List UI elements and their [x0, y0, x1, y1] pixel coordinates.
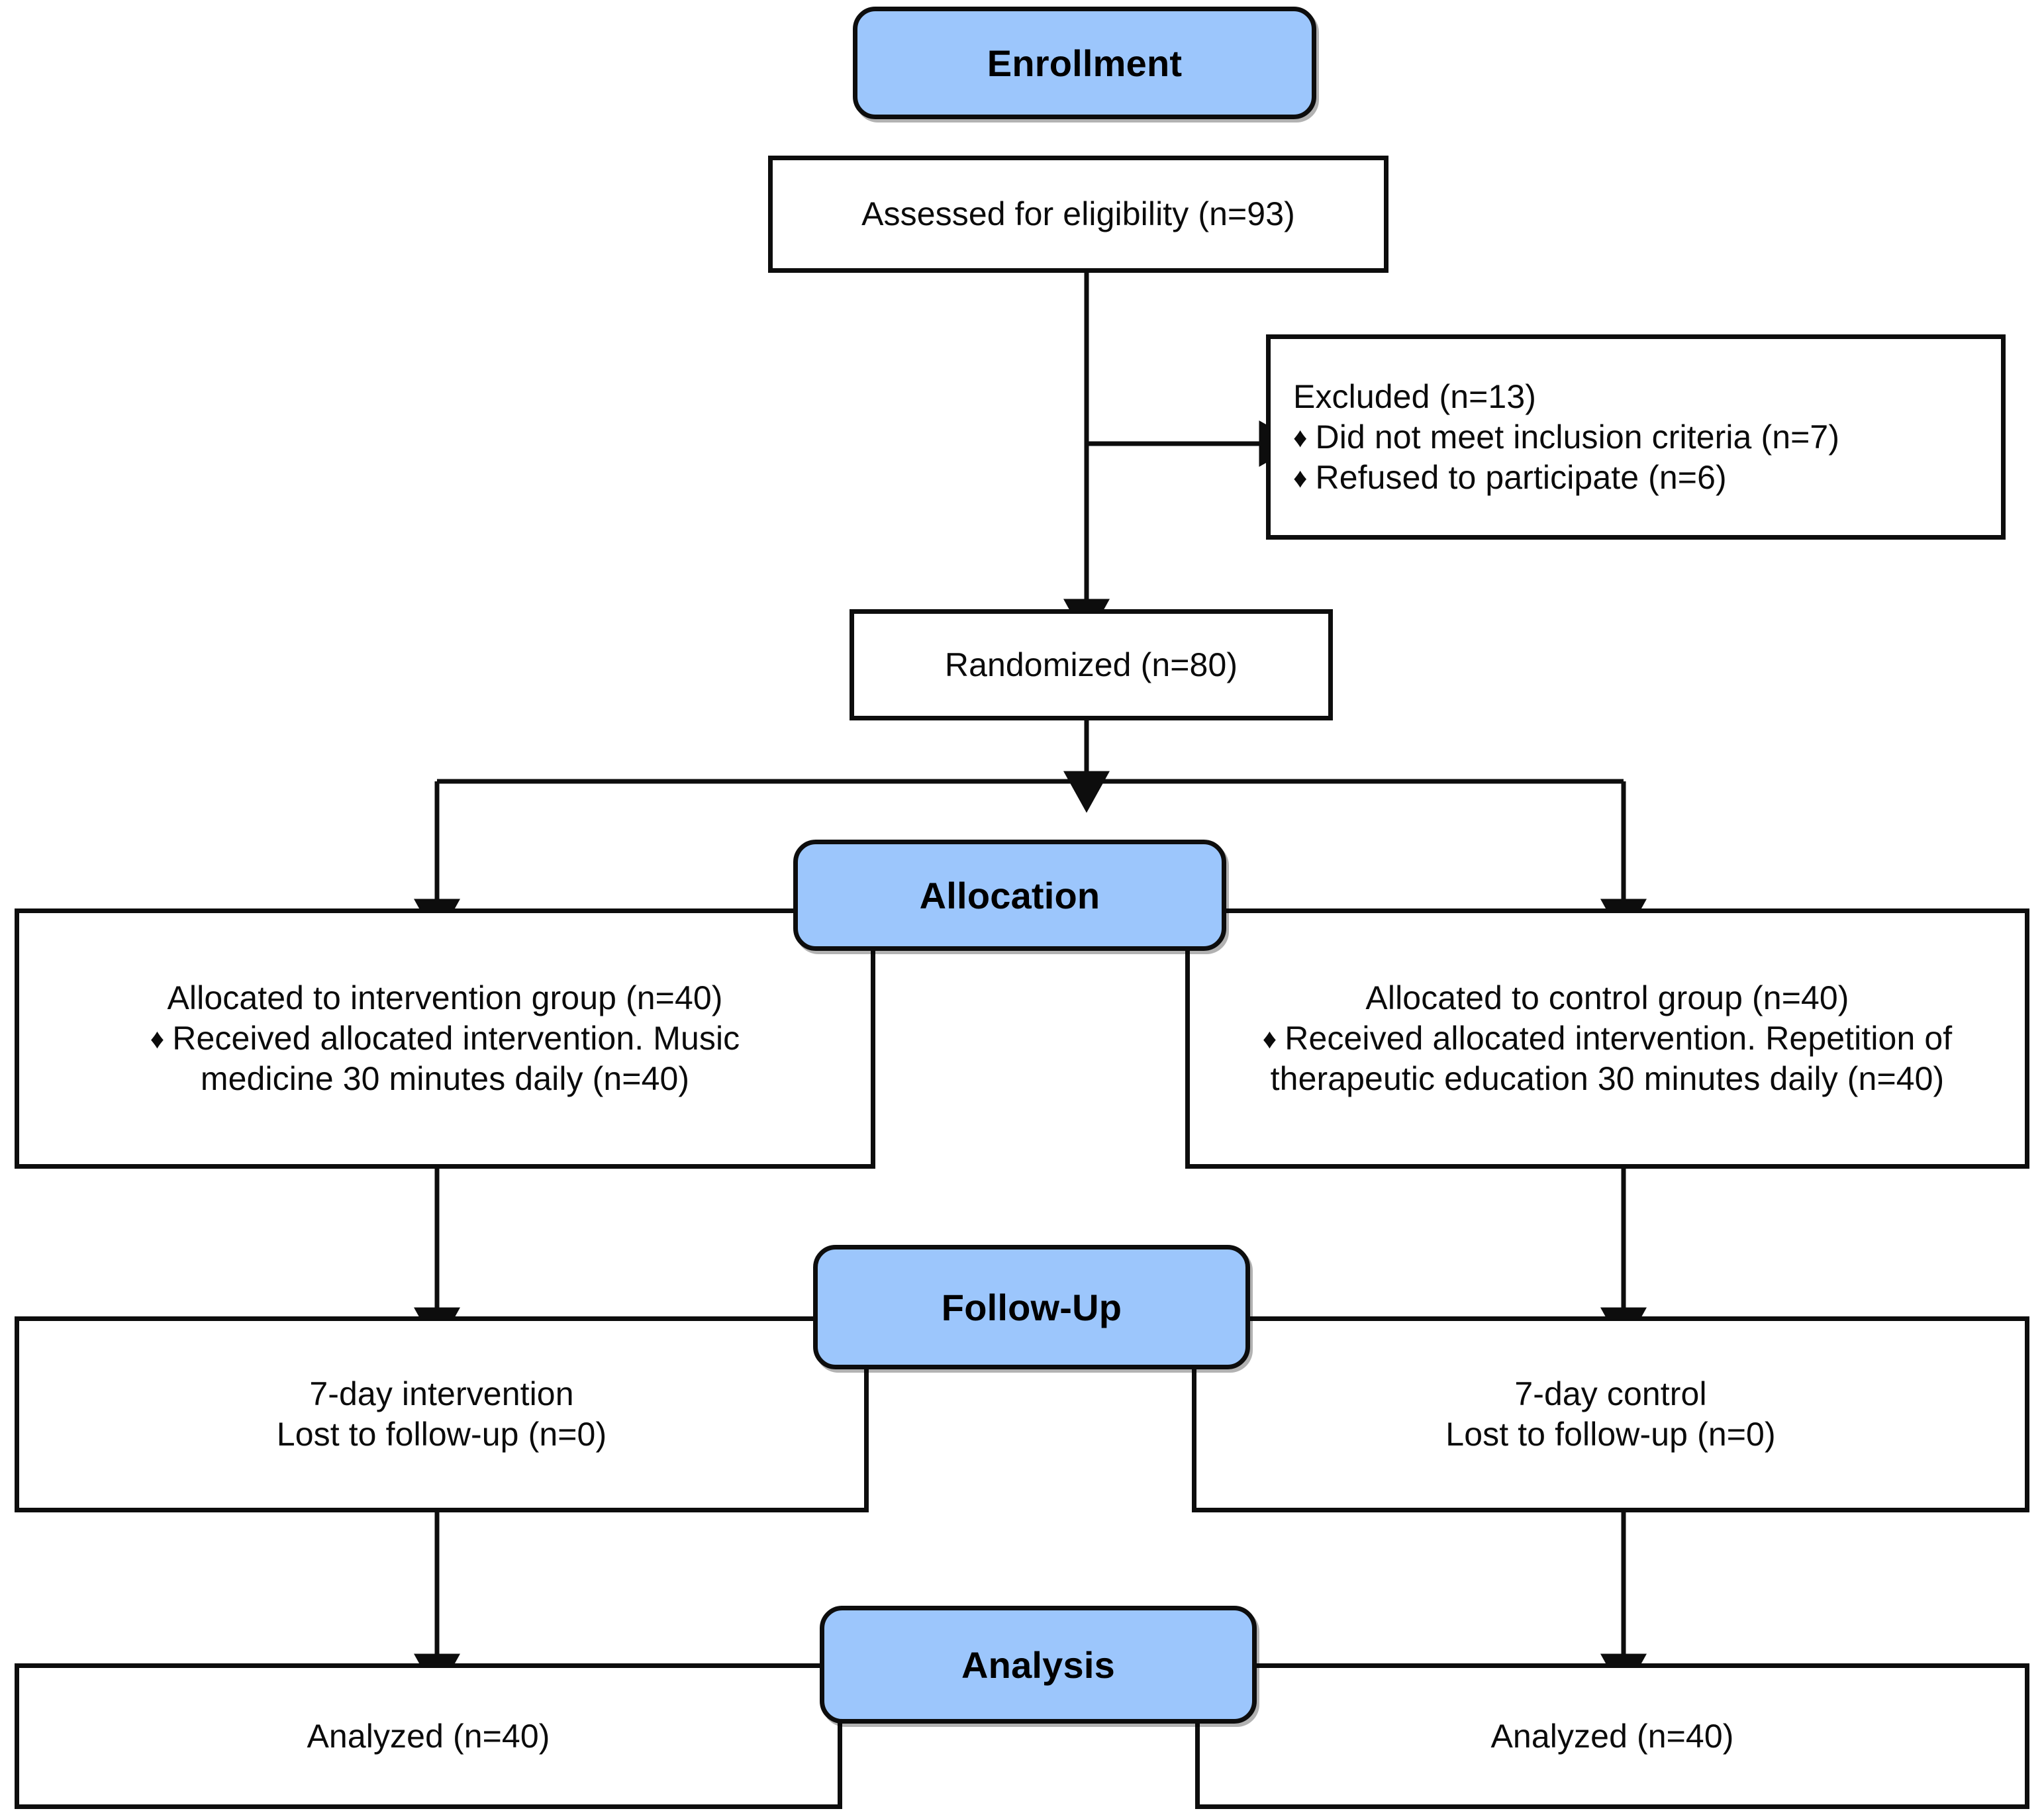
bullet-diamond-icon: ♦	[1262, 1023, 1277, 1054]
stage-banner-followup-label: Follow-Up	[941, 1286, 1122, 1328]
stage-banner-allocation: Allocation	[793, 840, 1226, 951]
allocation-left-title: Allocated to intervention group (n=40)	[167, 979, 723, 1016]
excluded-item-0: ♦Did not meet inclusion criteria (n=7)	[1293, 417, 1978, 458]
node-allocated-control: Allocated to control group (n=40) ♦ Recei…	[1185, 908, 2029, 1169]
excluded-item-0-text: Did not meet inclusion criteria (n=7)	[1315, 418, 1840, 456]
node-randomized: Randomized (n=80)	[850, 609, 1333, 720]
node-analyzed-control: Analyzed (n=40)	[1195, 1663, 2029, 1809]
stage-banner-enrollment-label: Enrollment	[987, 42, 1183, 84]
node-assessed-for-eligibility: Assessed for eligibility (n=93)	[768, 156, 1388, 273]
excluded-item-1: ♦Refused to participate (n=6)	[1293, 458, 1978, 498]
node-analyzed-intervention: Analyzed (n=40)	[15, 1663, 842, 1809]
node-excluded: Excluded (n=13) ♦Did not meet inclusion …	[1266, 334, 2006, 540]
node-followup-control: 7-day control Lost to follow-up (n=0)	[1192, 1316, 2029, 1512]
stage-banner-enrollment: Enrollment	[853, 7, 1316, 119]
allocation-left-bullet-line1: ♦Received allocated intervention. Music	[39, 1018, 851, 1059]
analysis-left-text: Analyzed (n=40)	[307, 1717, 550, 1755]
bullet-diamond-icon: ♦	[1293, 421, 1308, 453]
followup-right-line2: Lost to follow-up (n=0)	[1445, 1416, 1776, 1453]
analysis-right-text: Analyzed (n=40)	[1490, 1717, 1734, 1755]
bullet-diamond-icon: ♦	[1293, 462, 1308, 493]
node-allocated-intervention: Allocated to intervention group (n=40) ♦…	[15, 908, 875, 1169]
allocation-left-bullet-line2: medicine 30 minutes daily (n=40)	[200, 1060, 690, 1097]
assessed-text: Assessed for eligibility (n=93)	[861, 195, 1295, 232]
allocation-left-bullet-line1-text: Received allocated intervention. Music	[172, 1020, 740, 1057]
node-followup-intervention: 7-day intervention Lost to follow-up (n=…	[15, 1316, 869, 1512]
stage-banner-analysis: Analysis	[820, 1606, 1257, 1724]
bullet-diamond-icon: ♦	[150, 1023, 165, 1054]
excluded-item-1-text: Refused to participate (n=6)	[1315, 458, 1727, 496]
randomized-text: Randomized (n=80)	[944, 646, 1238, 683]
followup-left-line2: Lost to follow-up (n=0)	[276, 1416, 607, 1453]
allocation-right-bullet-line2: therapeutic education 30 minutes daily (…	[1270, 1060, 1945, 1097]
followup-right-line1: 7-day control	[1514, 1375, 1707, 1412]
stage-banner-allocation-label: Allocation	[919, 874, 1100, 916]
allocation-right-bullet-line1-text: Received allocated intervention. Repetit…	[1285, 1020, 1953, 1057]
allocation-right-title: Allocated to control group (n=40)	[1365, 979, 1849, 1016]
followup-left-line1: 7-day intervention	[309, 1375, 574, 1412]
allocation-right-bullet-line1: ♦ Received allocated intervention. Repeti…	[1202, 1018, 2013, 1059]
excluded-title: Excluded (n=13)	[1293, 377, 1537, 415]
stage-banner-analysis-label: Analysis	[961, 1643, 1115, 1686]
stage-banner-followup: Follow-Up	[813, 1245, 1250, 1369]
